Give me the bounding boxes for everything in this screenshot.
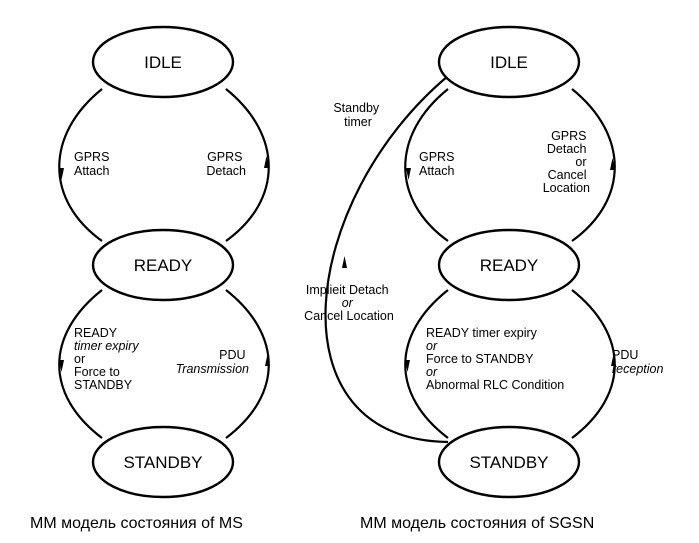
sgsn-attach-label: GPRS Attach bbox=[419, 150, 458, 178]
sgsn-implicit-detach-label: Implieit Detach or Cancel Location bbox=[304, 283, 394, 323]
sgsn-attach-arc bbox=[404, 88, 449, 242]
sgsn-ready-standby-arc bbox=[404, 289, 449, 439]
sgsn-state-machine: IDLE READY STANDBY Standby timer GPRS At… bbox=[304, 25, 663, 532]
ms-state-standby: STANDBY bbox=[91, 425, 235, 499]
ms-state-ready: READY bbox=[91, 228, 235, 302]
sgsn-caption: MM модель состояния of SGSN bbox=[360, 515, 594, 532]
ms-attach-label: GPRS Attach bbox=[74, 150, 113, 178]
sgsn-pdu-label: PDU reception bbox=[612, 348, 663, 376]
ms-caption: MM модель состояния of MS bbox=[30, 515, 243, 532]
sgsn-state-idle: IDLE bbox=[437, 25, 581, 99]
ms-pdu-arrow-icon bbox=[265, 354, 270, 366]
ms-idle-label: IDLE bbox=[144, 53, 182, 72]
ms-state-machine: IDLE READY STANDBY GPRS Attach GPRS Deta… bbox=[30, 25, 270, 532]
sgsn-standby-label: STANDBY bbox=[469, 453, 548, 472]
sgsn-pdu-arc bbox=[571, 289, 616, 439]
ms-attach-arrow-icon bbox=[59, 168, 64, 180]
sgsn-detach-arrow-icon bbox=[610, 158, 615, 170]
ms-detach-arrow-icon bbox=[264, 156, 269, 168]
sgsn-detach-label: GPRS Detach or Cancel Location bbox=[543, 129, 590, 195]
sgsn-pdu-arrow-icon bbox=[611, 354, 616, 366]
sgsn-standby-timer-arc bbox=[324, 75, 449, 444]
sgsn-state-standby: STANDBY bbox=[437, 425, 581, 499]
sgsn-ready-label: READY bbox=[480, 256, 539, 275]
sgsn-ready-standby-label: READY timer expiry or Force to STANDBY o… bbox=[426, 326, 564, 392]
sgsn-ready-standby-arrow-icon bbox=[405, 360, 410, 372]
sgsn-standby-timer-label: Standby timer bbox=[333, 101, 382, 129]
ms-ready-label: READY bbox=[134, 256, 193, 275]
ms-pdu-label: PDU Transmission bbox=[176, 348, 249, 376]
ms-standby-label: STANDBY bbox=[123, 453, 202, 472]
ms-attach-arc bbox=[58, 88, 103, 242]
ms-state-idle: IDLE bbox=[91, 25, 235, 99]
ms-ready-standby-arc bbox=[58, 289, 103, 439]
sgsn-attach-arrow-icon bbox=[406, 168, 411, 180]
sgsn-state-ready: READY bbox=[437, 228, 581, 302]
ms-detach-label: GPRS Detach bbox=[206, 150, 246, 178]
sgsn-detach-arc bbox=[571, 88, 616, 242]
sgsn-standby-timer-arrow-icon bbox=[342, 256, 347, 268]
ms-ready-standby-label: READY timer expiry or Force to STANDBY bbox=[74, 326, 142, 392]
ms-ready-standby-arrow-icon bbox=[59, 360, 64, 372]
sgsn-idle-label: IDLE bbox=[490, 53, 528, 72]
